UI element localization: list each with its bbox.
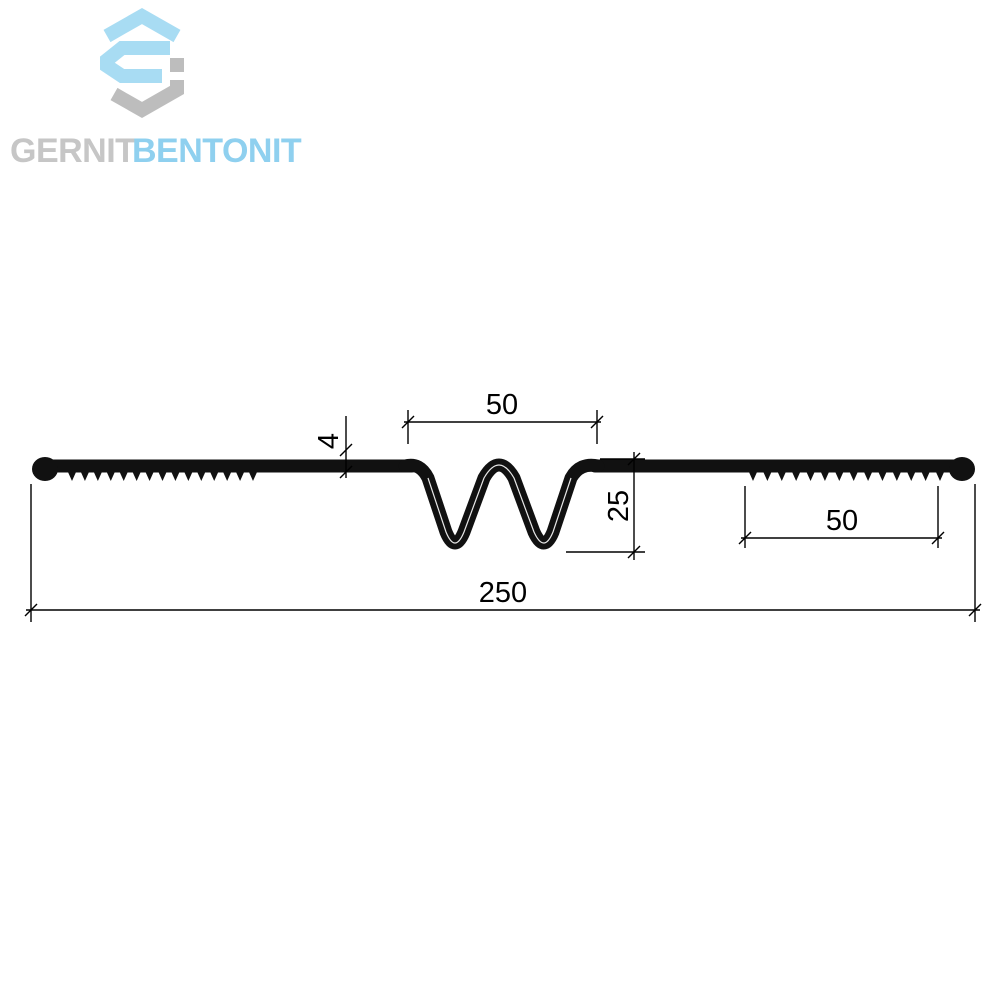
rib-tooth: [67, 471, 77, 481]
rib-tooth: [222, 471, 232, 481]
rib-tooth: [748, 471, 758, 481]
bulb-span-label: 50: [486, 389, 518, 421]
right-rib-teeth: [748, 471, 945, 481]
rib-tooth: [80, 471, 90, 481]
rib-tooth: [863, 471, 873, 481]
rib-tooth: [209, 471, 219, 481]
ribbed-zone-label: 50: [826, 505, 858, 537]
thickness-label: 4: [313, 433, 345, 449]
rib-tooth: [762, 471, 772, 481]
rib-tooth: [921, 471, 931, 481]
left-rib-teeth: [67, 471, 258, 481]
rib-tooth: [170, 471, 180, 481]
rib-tooth: [235, 471, 245, 481]
rib-tooth: [93, 471, 103, 481]
rib-tooth: [145, 471, 155, 481]
rib-tooth: [834, 471, 844, 481]
rib-tooth: [906, 471, 916, 481]
logo-word-bentonit: BENTONIT: [132, 132, 302, 170]
company-logo: GERNIT BENTONIT: [10, 7, 302, 170]
rib-tooth: [248, 471, 258, 481]
left-end-bulb: [32, 457, 58, 481]
rib-tooth: [132, 471, 142, 481]
corrugated-center-bulb: [398, 458, 605, 550]
rib-tooth: [791, 471, 801, 481]
rib-tooth: [820, 471, 830, 481]
rib-tooth: [183, 471, 193, 481]
waterstop-profile: [32, 457, 975, 550]
rib-tooth: [119, 471, 129, 481]
bulb-depth-label: 25: [603, 490, 635, 522]
rib-tooth: [849, 471, 859, 481]
dimension-overall-width: 250: [24, 484, 982, 622]
rib-tooth: [777, 471, 787, 481]
rib-tooth: [892, 471, 902, 481]
rib-tooth: [158, 471, 167, 481]
hexagon-s-logo-icon: [100, 7, 184, 119]
rib-tooth: [196, 471, 206, 481]
rib-tooth: [106, 471, 116, 481]
dimension-bulb-depth: 25: [566, 452, 645, 560]
right-end-bulb: [949, 457, 975, 481]
logo-word-gernit: GERNIT: [10, 132, 136, 170]
rib-tooth: [935, 471, 945, 481]
overall-width-label: 250: [479, 577, 527, 609]
rib-tooth: [806, 471, 816, 481]
rib-tooth: [877, 471, 887, 481]
dimension-ribbed-zone: 50: [738, 486, 945, 548]
dimension-bulb-span: 50: [401, 389, 604, 444]
dimension-thickness: 4: [313, 416, 353, 479]
corrugated-center-bulb-inner: [427, 464, 572, 544]
